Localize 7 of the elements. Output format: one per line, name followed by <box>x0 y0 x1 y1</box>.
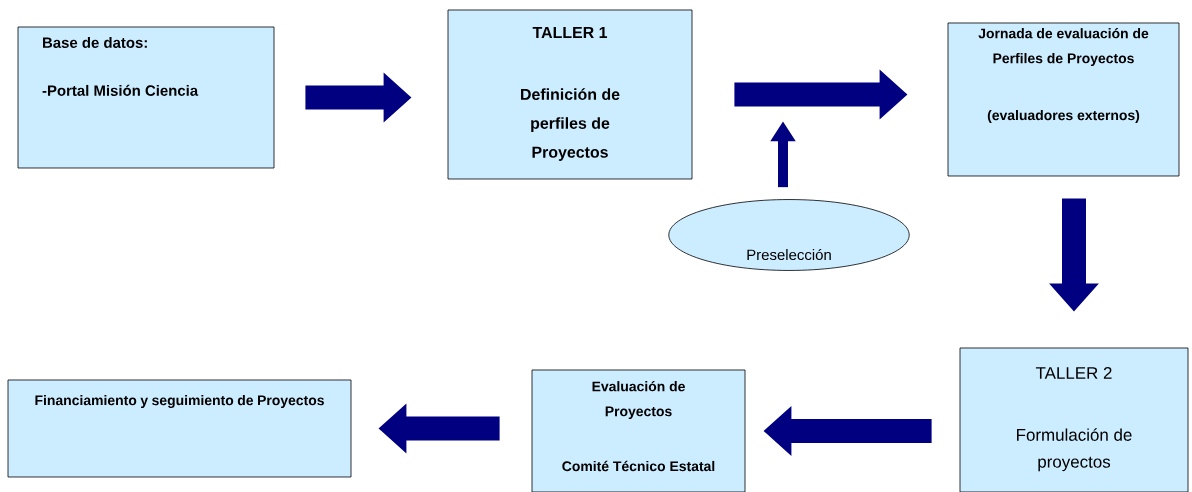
process-box: Financiamiento y seguimiento de Proyectos <box>7 379 352 478</box>
process-box: TALLER 2 Formulación de proyectos <box>959 347 1189 492</box>
process-box: Base de datos: -Portal Misión Ciencia <box>17 26 275 169</box>
ellipse-node: Preselección <box>668 199 910 271</box>
process-box: Jornada de evaluación de Perfiles de Proyectos (evaluadores externos) <box>947 22 1180 177</box>
process-box: TALLER 1 Definición de perfiles de Proyectos <box>447 9 693 180</box>
process-box: Evaluación de Proyectos Comité Técnico Estatal <box>531 369 746 492</box>
